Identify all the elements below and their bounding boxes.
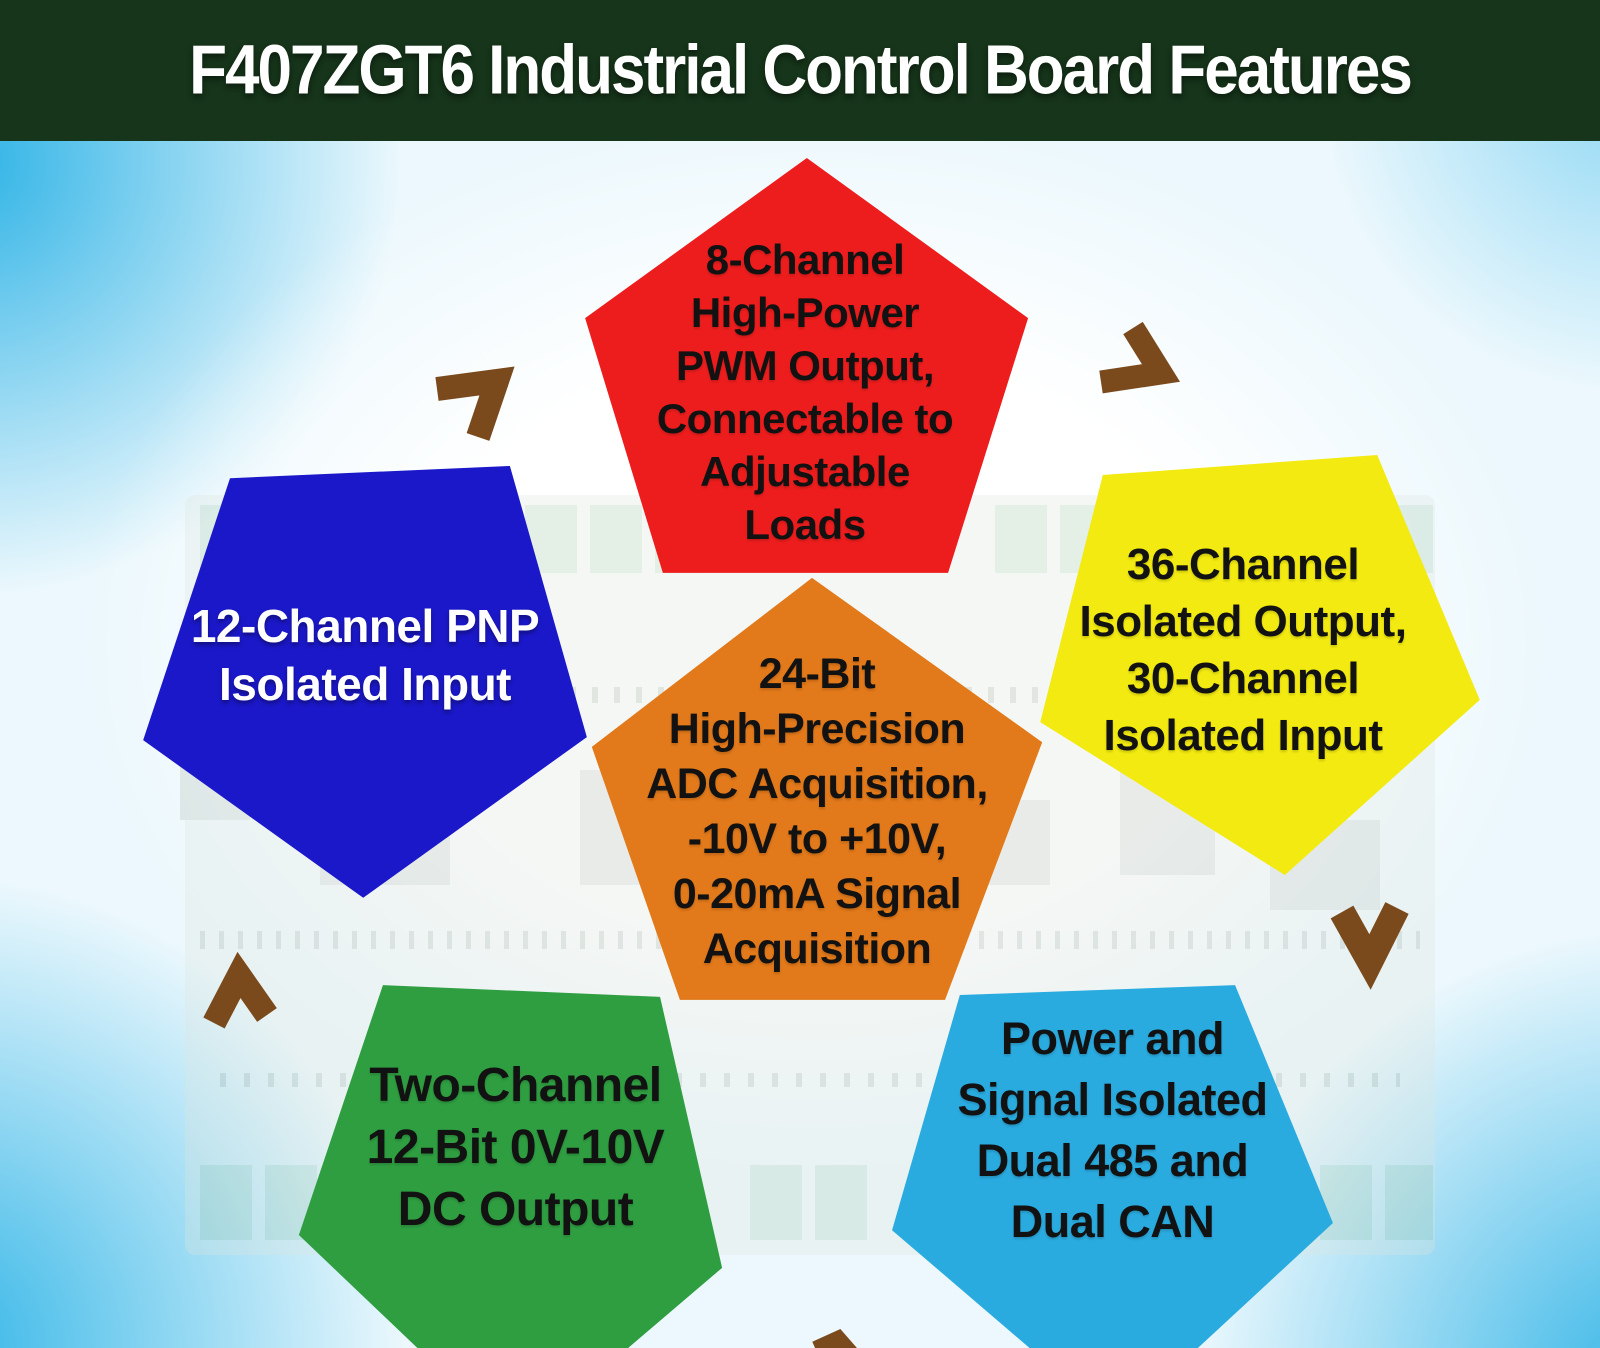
- feature-pentagon-isolated-485-can: Power and Signal Isolated Dual 485 and D…: [892, 985, 1333, 1348]
- feature-pentagon-dc-output: Two-Channel 12-Bit 0V-10V DC Output: [298, 985, 723, 1348]
- feature-label-isolated-output-input: 36-Channel Isolated Output, 30-Channel I…: [1079, 540, 1407, 760]
- feature-label-adc-acquisition: 24-Bit High-Precision ADC Acquisition, -…: [646, 650, 988, 973]
- page-title: F407ZGT6 Industrial Control Board Featur…: [189, 31, 1413, 110]
- feature-label-pnp-isolated-input: 12-Channel PNP Isolated Input: [190, 600, 540, 710]
- feature-label-pwm-output: 8-Channel High-Power PWM Output, Connect…: [656, 236, 954, 548]
- header-bar: F407ZGT6 Industrial Control Board Featur…: [0, 0, 1600, 141]
- feature-pentagon-isolated-output-input: 36-Channel Isolated Output, 30-Channel I…: [1040, 454, 1480, 876]
- feature-label-isolated-485-can: Power and Signal Isolated Dual 485 and D…: [957, 1013, 1268, 1247]
- feature-label-dc-output: Two-Channel 12-Bit 0V-10V DC Output: [366, 1059, 665, 1236]
